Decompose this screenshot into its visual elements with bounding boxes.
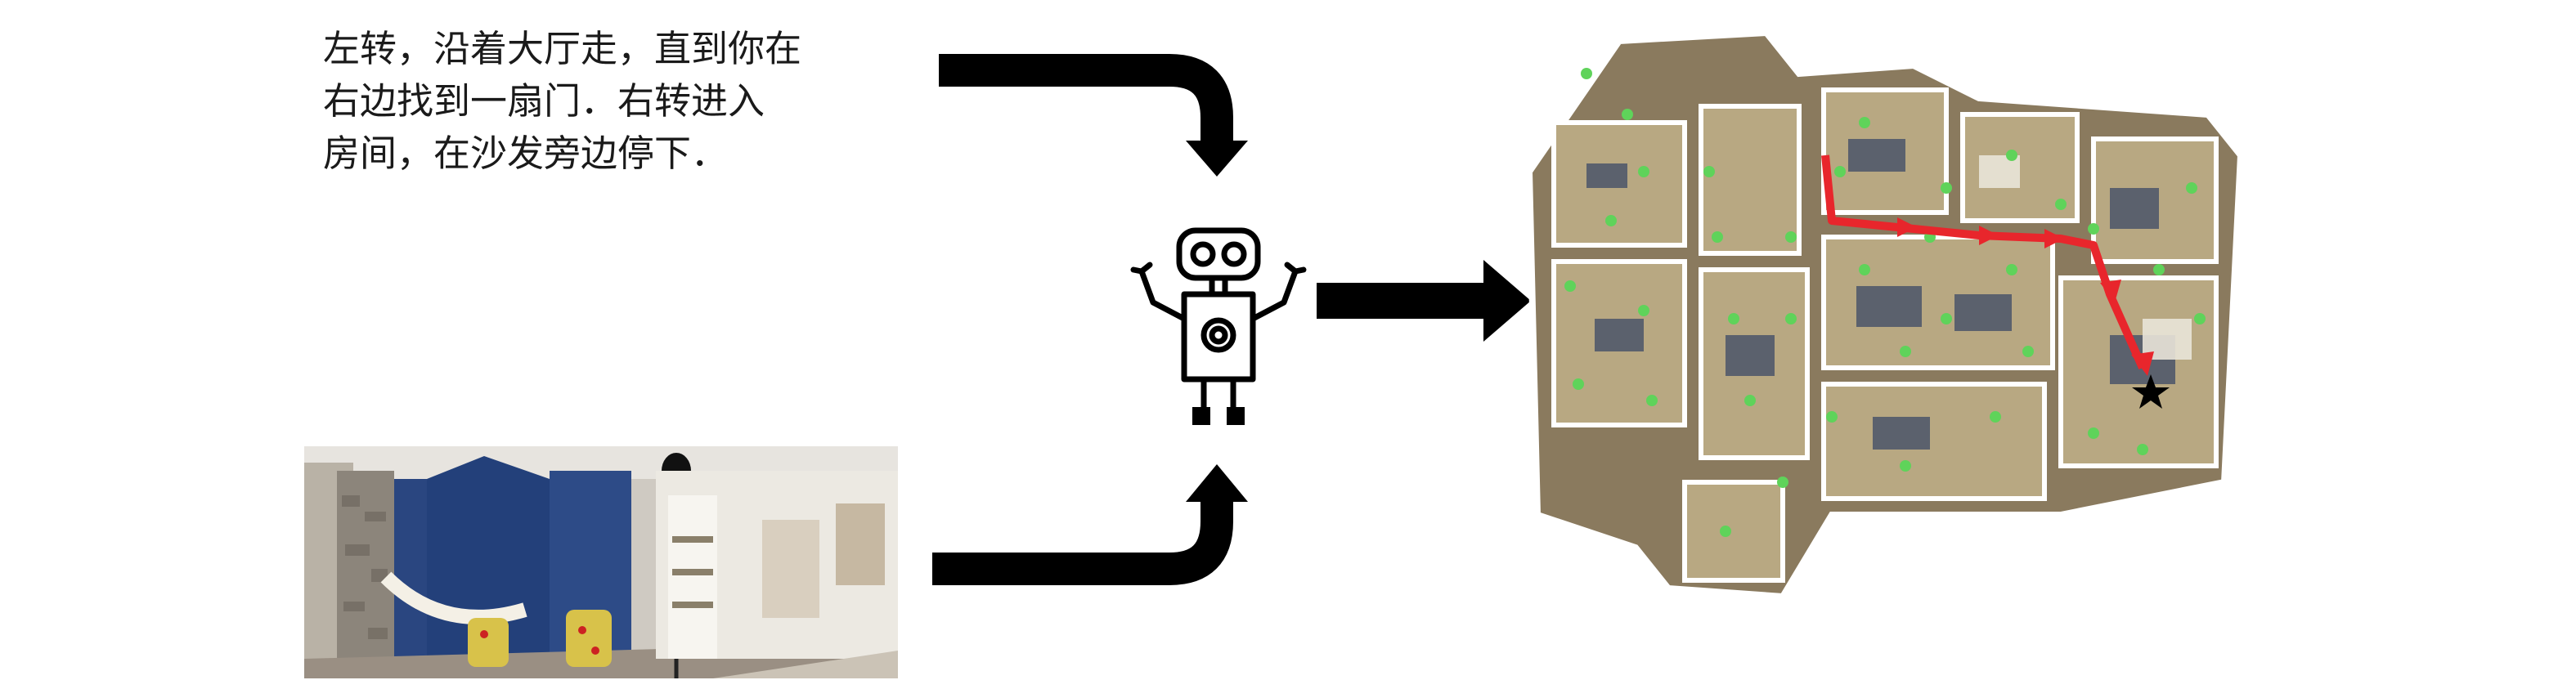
- instruction-text: 左转，沿着大厅走，直到你在 右边找到一扇门．右转进入 房间，在沙发旁边停下．: [323, 23, 945, 180]
- instruction-line: 右边找到一扇门．右转进入: [323, 79, 765, 123]
- text-to-robot-arrowhead: [1186, 141, 1248, 177]
- image-to-robot-arrowhead: [1186, 464, 1248, 502]
- robot-to-map-arrowhead: [1483, 260, 1531, 342]
- robot-icon: [1130, 227, 1307, 425]
- floor-plan-map: [1525, 29, 2245, 601]
- instruction-line: 左转，沿着大厅走，直到你在: [323, 27, 802, 70]
- robot-to-map-arrow: [1317, 283, 1488, 319]
- image-to-robot-arrow: [932, 497, 1233, 585]
- star-icon: [2132, 374, 2170, 409]
- panorama-image: [304, 446, 898, 678]
- text-to-robot-arrow: [939, 54, 1233, 145]
- instruction-line: 房间，在沙发旁边停下．: [323, 132, 729, 175]
- waypoint-markers: [1564, 68, 2206, 537]
